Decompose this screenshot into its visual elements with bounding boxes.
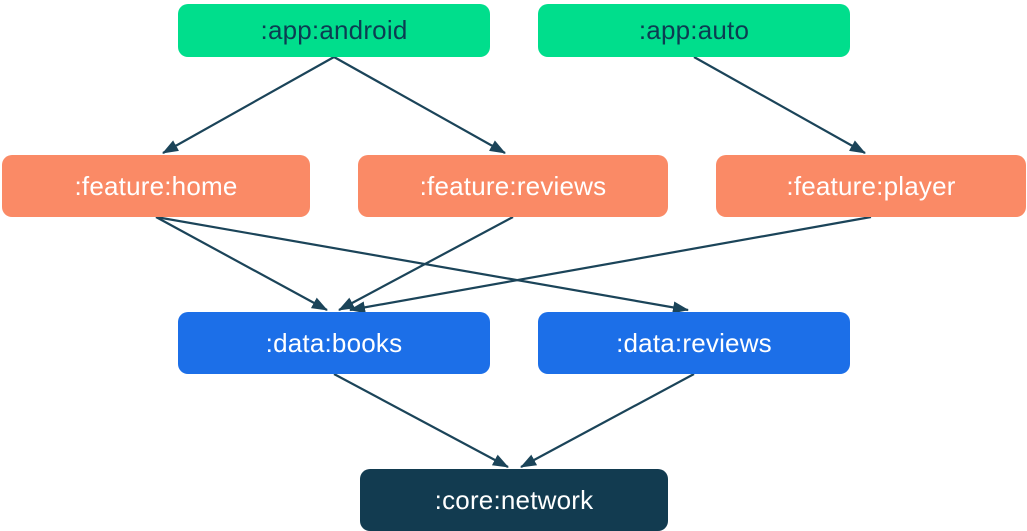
dependency-edge-app-auto-to-feature-player [693,56,866,154]
dependency-edge-data-reviews-to-core-network [520,373,695,468]
node-feature-home: :feature:home [2,155,310,217]
node-feature-player: :feature:player [716,155,1026,217]
node-label: :feature:reviews [419,170,607,201]
dependency-edge-feature-home-to-data-reviews [155,215,689,314]
dependency-edge-app-android-to-feature-reviews [333,56,506,154]
node-label: :feature:home [74,170,238,201]
dependency-edge-feature-home-to-data-books [155,216,328,311]
node-label: :data:reviews [616,327,772,358]
node-label: :data:books [265,327,403,358]
node-app-auto: :app:auto [538,4,850,57]
dependency-edge-feature-player-to-data-books [349,215,872,314]
node-data-books: :data:books [178,312,490,374]
dependency-edge-data-books-to-core-network [333,373,509,468]
node-data-reviews: :data:reviews [538,312,850,374]
node-app-android: :app:android [178,4,490,57]
node-label: :feature:player [786,170,956,201]
dependency-edge-feature-reviews-to-data-books [338,216,514,311]
node-label: :app:auto [638,15,750,45]
node-core-network: :core:network [360,469,668,531]
dependency-edge-app-android-to-feature-home [162,56,335,154]
node-label: :app:android [260,15,408,45]
node-label: :core:network [434,484,594,515]
node-feature-reviews: :feature:reviews [358,155,668,217]
